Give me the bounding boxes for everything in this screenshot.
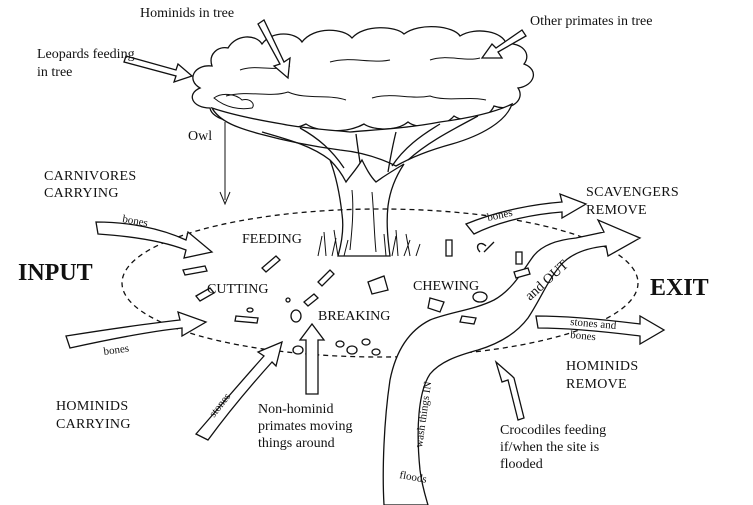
bone-icon [515, 251, 523, 265]
cutting-label: CUTTING [207, 282, 268, 297]
hominids-carrying-label-2: CARRYING [56, 417, 131, 432]
carnivores-label-1: CARNIVORES [44, 169, 136, 184]
floods-label: floods [398, 469, 427, 486]
non-hominid-label-3: things around [258, 436, 335, 451]
bones-label-top-left: bones [121, 213, 148, 229]
leopards-label-2: in tree [37, 65, 72, 80]
chewing-label: CHEWING [413, 279, 479, 294]
bone-icon [427, 297, 445, 313]
arrows [65, 19, 666, 441]
leopards-arrow [123, 55, 194, 84]
hominids-carrying-label-1: HOMINIDS [56, 399, 128, 414]
site-artifacts [182, 239, 531, 356]
crocodiles-label-2: if/when the site is [500, 440, 599, 455]
bones-label-lower-left: bones [103, 343, 130, 358]
labels: Hominids in tree Other primates in tree … [18, 6, 709, 486]
stone-icon [472, 291, 488, 303]
hominids-in-tree-arrow [257, 19, 291, 80]
canopy-contour [225, 91, 487, 101]
input-label: INPUT [18, 260, 93, 286]
non-hominid-label-2: primates moving [258, 419, 353, 434]
stones-arrow [194, 340, 283, 441]
stone-icon [290, 309, 302, 323]
bone-icon [459, 315, 477, 325]
stones-and-bones-label-2: bones [570, 329, 597, 343]
stone-icon [361, 338, 371, 346]
hominids-remove-label-2: REMOVE [566, 377, 627, 392]
bone-icon [182, 265, 208, 276]
bones-label-top-right: bones [486, 207, 514, 224]
other-primates-label: Other primates in tree [530, 14, 652, 29]
non-hominid-arrow [298, 322, 326, 395]
bone-icon [367, 275, 389, 295]
stone-icon [335, 340, 345, 348]
bone-icon [303, 293, 319, 307]
bone-icon [445, 239, 453, 257]
scavengers-label-2: REMOVE [586, 203, 647, 218]
tree-trunk [329, 158, 405, 257]
bone-icon [234, 315, 259, 324]
scavengers-bones-arrow [464, 192, 588, 235]
owl-label: Owl [188, 129, 212, 144]
stone-icon [371, 348, 381, 356]
site-boundary [121, 208, 639, 358]
branch-lines [261, 115, 479, 177]
other-primates-arrow [480, 29, 527, 59]
carnivores-label-2: CARRYING [44, 186, 119, 201]
crocodiles-label-1: Crocodiles feeding [500, 423, 606, 438]
stone-icon [285, 297, 291, 303]
crocodiles-arrow [494, 360, 525, 421]
leopard-shape [213, 93, 254, 110]
hominids-bones-arrow [65, 310, 208, 349]
bone-icon [317, 269, 335, 287]
hominids-in-tree-label: Hominids in tree [140, 6, 234, 21]
leopards-label-1: Leopards feeding [37, 47, 135, 62]
scavengers-label-1: SCAVENGERS [586, 185, 679, 200]
stones-and-bones-label-1: stones and [570, 316, 618, 332]
carnivores-bones-arrow [95, 221, 214, 259]
bone-icon [261, 255, 281, 273]
hominids-remove-arrow [535, 314, 666, 346]
stone-icon [346, 345, 358, 355]
bone-icon [195, 287, 215, 302]
stone-icon [246, 307, 254, 313]
hominids-remove-label-1: HOMINIDS [566, 359, 638, 374]
breaking-label: BREAKING [318, 309, 390, 324]
stone-icon [292, 345, 304, 355]
owl-arrow-head [219, 191, 231, 206]
bone-icon [513, 267, 531, 279]
non-hominid-label-1: Non-hominid [258, 402, 333, 417]
flood-channel [382, 218, 642, 505]
crocodiles-label-3: flooded [500, 457, 543, 472]
exit-label: EXIT [650, 275, 709, 301]
grass-tufts [317, 229, 421, 257]
trunk-texture [349, 189, 377, 253]
feeding-label: FEEDING [242, 232, 302, 247]
bone-icon [476, 241, 495, 253]
